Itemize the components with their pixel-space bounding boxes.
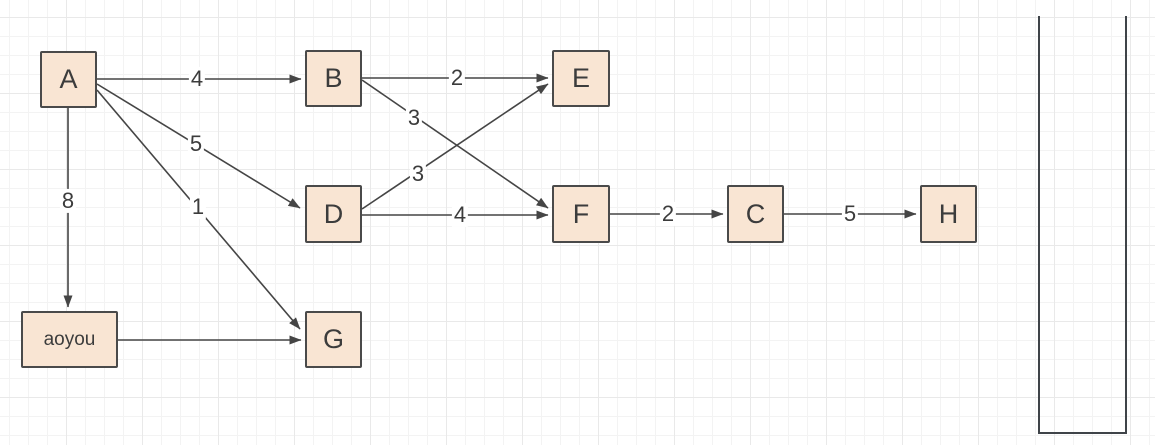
- edge-label-D-F[interactable]: 4: [451, 201, 469, 228]
- node-label: D: [323, 198, 344, 229]
- node-F[interactable]: F: [552, 185, 610, 243]
- node-A[interactable]: A: [40, 51, 97, 108]
- node-label: G: [322, 324, 344, 354]
- node-label: B: [324, 63, 343, 93]
- edge-D-E[interactable]: [361, 83, 549, 210]
- open-container-shape[interactable]: [1038, 16, 1127, 434]
- node-D[interactable]: D: [305, 185, 362, 243]
- edge-label-C-H[interactable]: 5: [841, 200, 859, 227]
- edge-label-A-aoyou[interactable]: 8: [59, 187, 77, 214]
- edge-label-D-E[interactable]: 3: [409, 160, 427, 187]
- edge-label-F-C[interactable]: 2: [659, 200, 677, 227]
- edge-label-B-E[interactable]: 2: [448, 64, 466, 91]
- node-label: E: [571, 63, 590, 93]
- node-label: A: [59, 64, 78, 94]
- edge-label-A-B[interactable]: 4: [188, 65, 206, 92]
- node-G[interactable]: G: [305, 311, 362, 368]
- node-label: H: [938, 198, 959, 229]
- node-label: aoyou: [43, 329, 96, 350]
- node-H[interactable]: H: [920, 185, 977, 243]
- edge-B-F[interactable]: [361, 79, 549, 209]
- node-E[interactable]: E: [552, 50, 610, 107]
- node-aoyou[interactable]: aoyou: [21, 311, 118, 368]
- node-label: C: [745, 198, 766, 229]
- node-C[interactable]: C: [727, 185, 784, 243]
- node-label: F: [572, 198, 590, 229]
- edge-label-B-F[interactable]: 3: [405, 104, 423, 131]
- node-B[interactable]: B: [305, 50, 362, 107]
- edge-label-A-D[interactable]: 5: [187, 130, 205, 157]
- edge-label-A-G[interactable]: 1: [189, 193, 207, 220]
